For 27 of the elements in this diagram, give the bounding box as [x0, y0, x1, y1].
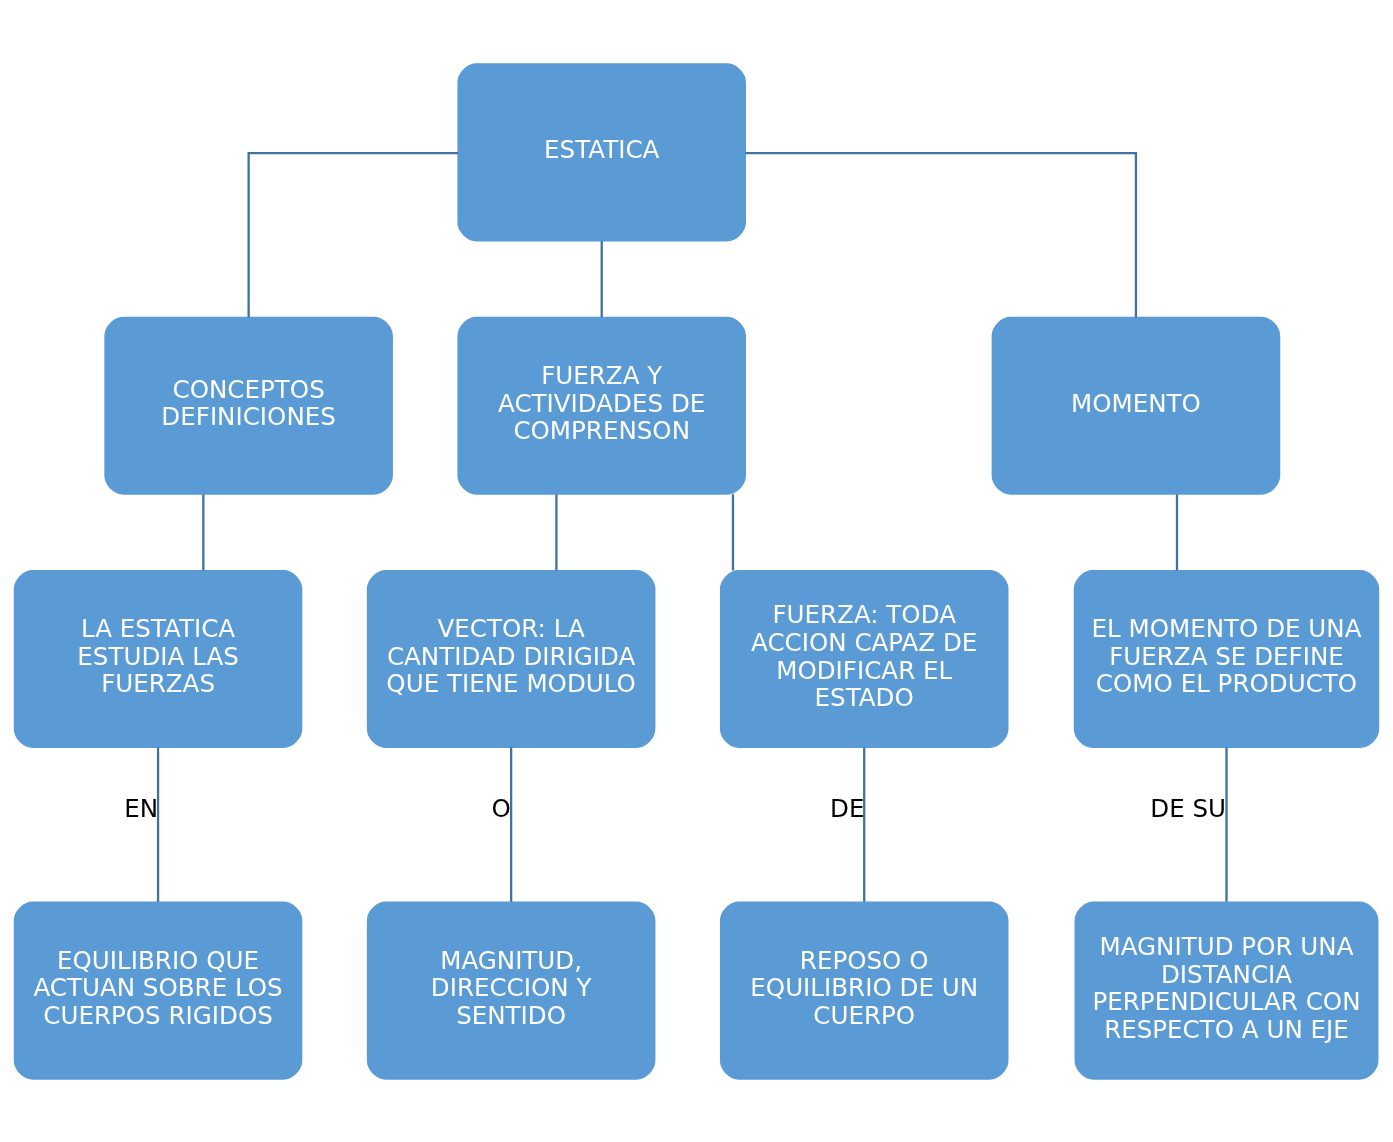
node-box: REPOSO O EQUILIBRIO DE UN CUERPO [719, 901, 1009, 1080]
node-box: EL MOMENTO DE UNA FUERZA SE DEFINE COMO EL PRODUCTO [1073, 569, 1380, 748]
node-box: ESTATICA [457, 62, 746, 241]
connector [863, 746, 866, 902]
connector [600, 240, 603, 317]
connector [731, 493, 735, 570]
connector [1225, 746, 1228, 902]
node-box: VECTOR: LA CANTIDAD DIRIGIDA QUE TIENE MODULO [366, 569, 656, 748]
edge-label: DE [830, 793, 865, 823]
connector [202, 493, 205, 570]
node-box: FUERZA Y ACTIVIDADES DE COMPRENSON [457, 316, 746, 495]
connector [745, 151, 1138, 317]
node-box: MAGNITUD, DIRECCION Y SENTIDO [366, 901, 656, 1080]
node-box: CONCEPTOS DEFINICIONES [104, 316, 393, 495]
connector [555, 493, 558, 570]
edge-label: O [491, 793, 511, 823]
connector [156, 746, 160, 902]
node-box: MAGNITUD POR UNA DISTANCIA PERPENDICULAR CON RESPECTO A UN EJE [1074, 901, 1379, 1080]
edge-label: DE SU [1150, 793, 1227, 823]
connector [510, 746, 513, 902]
node-box: FUERZA: TODA ACCION CAPAZ DE MODIFICAR EL ESTADO [719, 569, 1009, 748]
node-box: LA ESTATICA ESTUDIA LAS FUERZAS [13, 569, 303, 748]
edge-label: EN [124, 793, 159, 823]
node-box: EQUILIBRIO QUE ACTUAN SOBRE LOS CUERPOS RIGIDOS [13, 901, 303, 1080]
node-box: MOMENTO [991, 316, 1281, 495]
connector [247, 151, 459, 317]
connector [1175, 493, 1179, 570]
